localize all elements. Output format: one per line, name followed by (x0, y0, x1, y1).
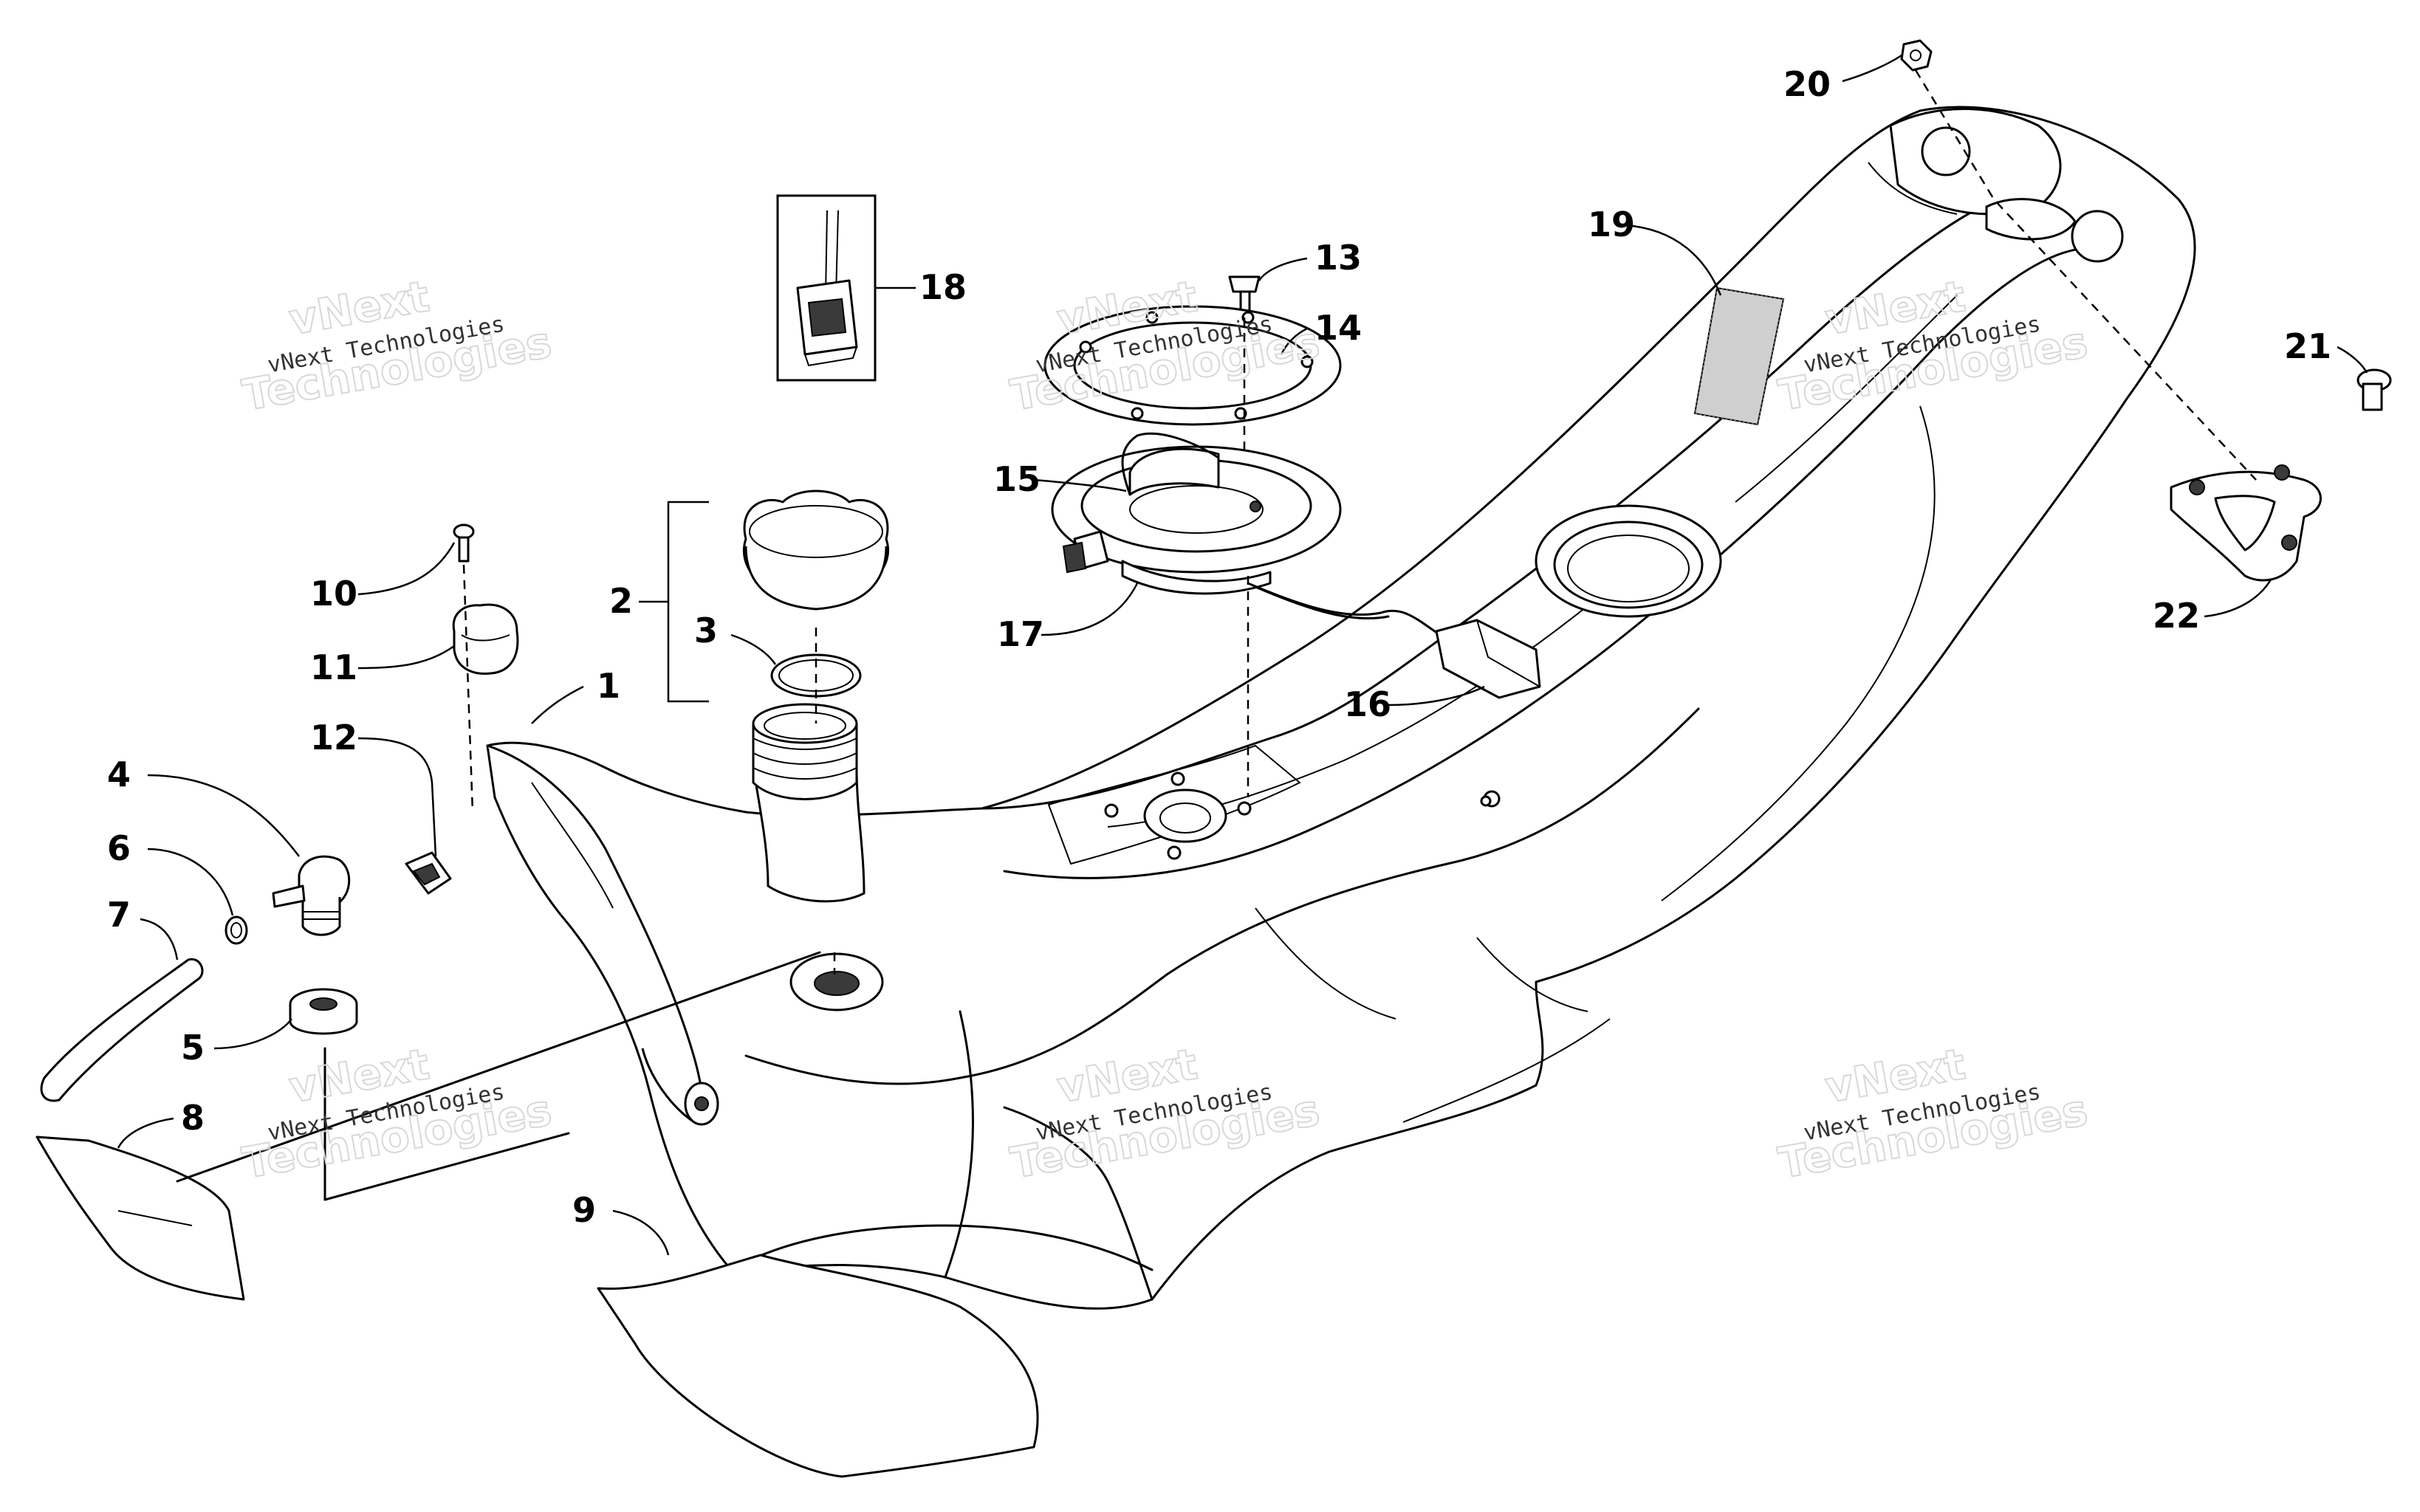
watermark-4: vNext Technologies vNext Technologies (238, 1038, 555, 1189)
callout-22: 22 (2153, 596, 2200, 636)
clamp-12 (405, 851, 452, 895)
callout-17: 17 (997, 614, 1044, 654)
fuel-cap (742, 489, 890, 611)
vent-valve-4 (272, 855, 351, 936)
fuel-tank (486, 106, 2196, 1310)
clip-11 (452, 603, 519, 676)
callout-15: 15 (993, 459, 1041, 499)
callout-18: 18 (919, 267, 967, 307)
callout-9: 9 (572, 1190, 596, 1230)
callout-21: 21 (2284, 326, 2331, 366)
callout-13: 13 (1314, 238, 1362, 278)
nut-20 (1900, 39, 1933, 72)
warning-decal (1693, 286, 1785, 426)
leader-lines (117, 54, 2368, 1256)
watermark-6: vNext Technologies vNext Technologies (1774, 1038, 2091, 1189)
callout-12: 12 (310, 718, 357, 757)
callout-6: 6 (107, 828, 131, 868)
wiring-harness-16 (1247, 582, 1541, 699)
callout-10: 10 (310, 574, 357, 614)
callout-7: 7 (107, 895, 131, 935)
screw-10 (453, 523, 475, 563)
callout-2: 2 (609, 581, 633, 621)
pad-9 (597, 1254, 1039, 1478)
callout-19: 19 (1588, 205, 1635, 244)
fuel-pump-assembly (1051, 432, 1342, 595)
bolt-21 (2356, 368, 2392, 411)
retainer-ring-14 (1043, 305, 1342, 426)
callout-5: 5 (181, 1028, 205, 1068)
relay-inset-18 (776, 194, 877, 382)
assembly-lines (176, 69, 2257, 1201)
hose-clamp-6 (224, 915, 248, 945)
bracket-22 (2170, 464, 2322, 582)
callout-3: 3 (694, 611, 718, 650)
callout-14: 14 (1314, 308, 1362, 348)
callout-16: 16 (1344, 684, 1391, 724)
filler-neck (752, 703, 865, 903)
callout-20: 20 (1783, 64, 1831, 104)
callout-1: 1 (597, 666, 620, 706)
pad-8 (35, 1135, 245, 1301)
callout-11: 11 (310, 647, 357, 687)
watermark-1: vNext Technologies vNext Technologies (238, 270, 555, 422)
grommet-5 (289, 988, 358, 1035)
callout-8: 8 (181, 1098, 205, 1138)
vent-hose-7 (40, 958, 204, 1102)
part-callouts: 1 2 3 4 5 6 7 8 9 10 11 12 13 14 15 16 1… (107, 64, 2331, 1230)
callout-4: 4 (107, 755, 131, 794)
